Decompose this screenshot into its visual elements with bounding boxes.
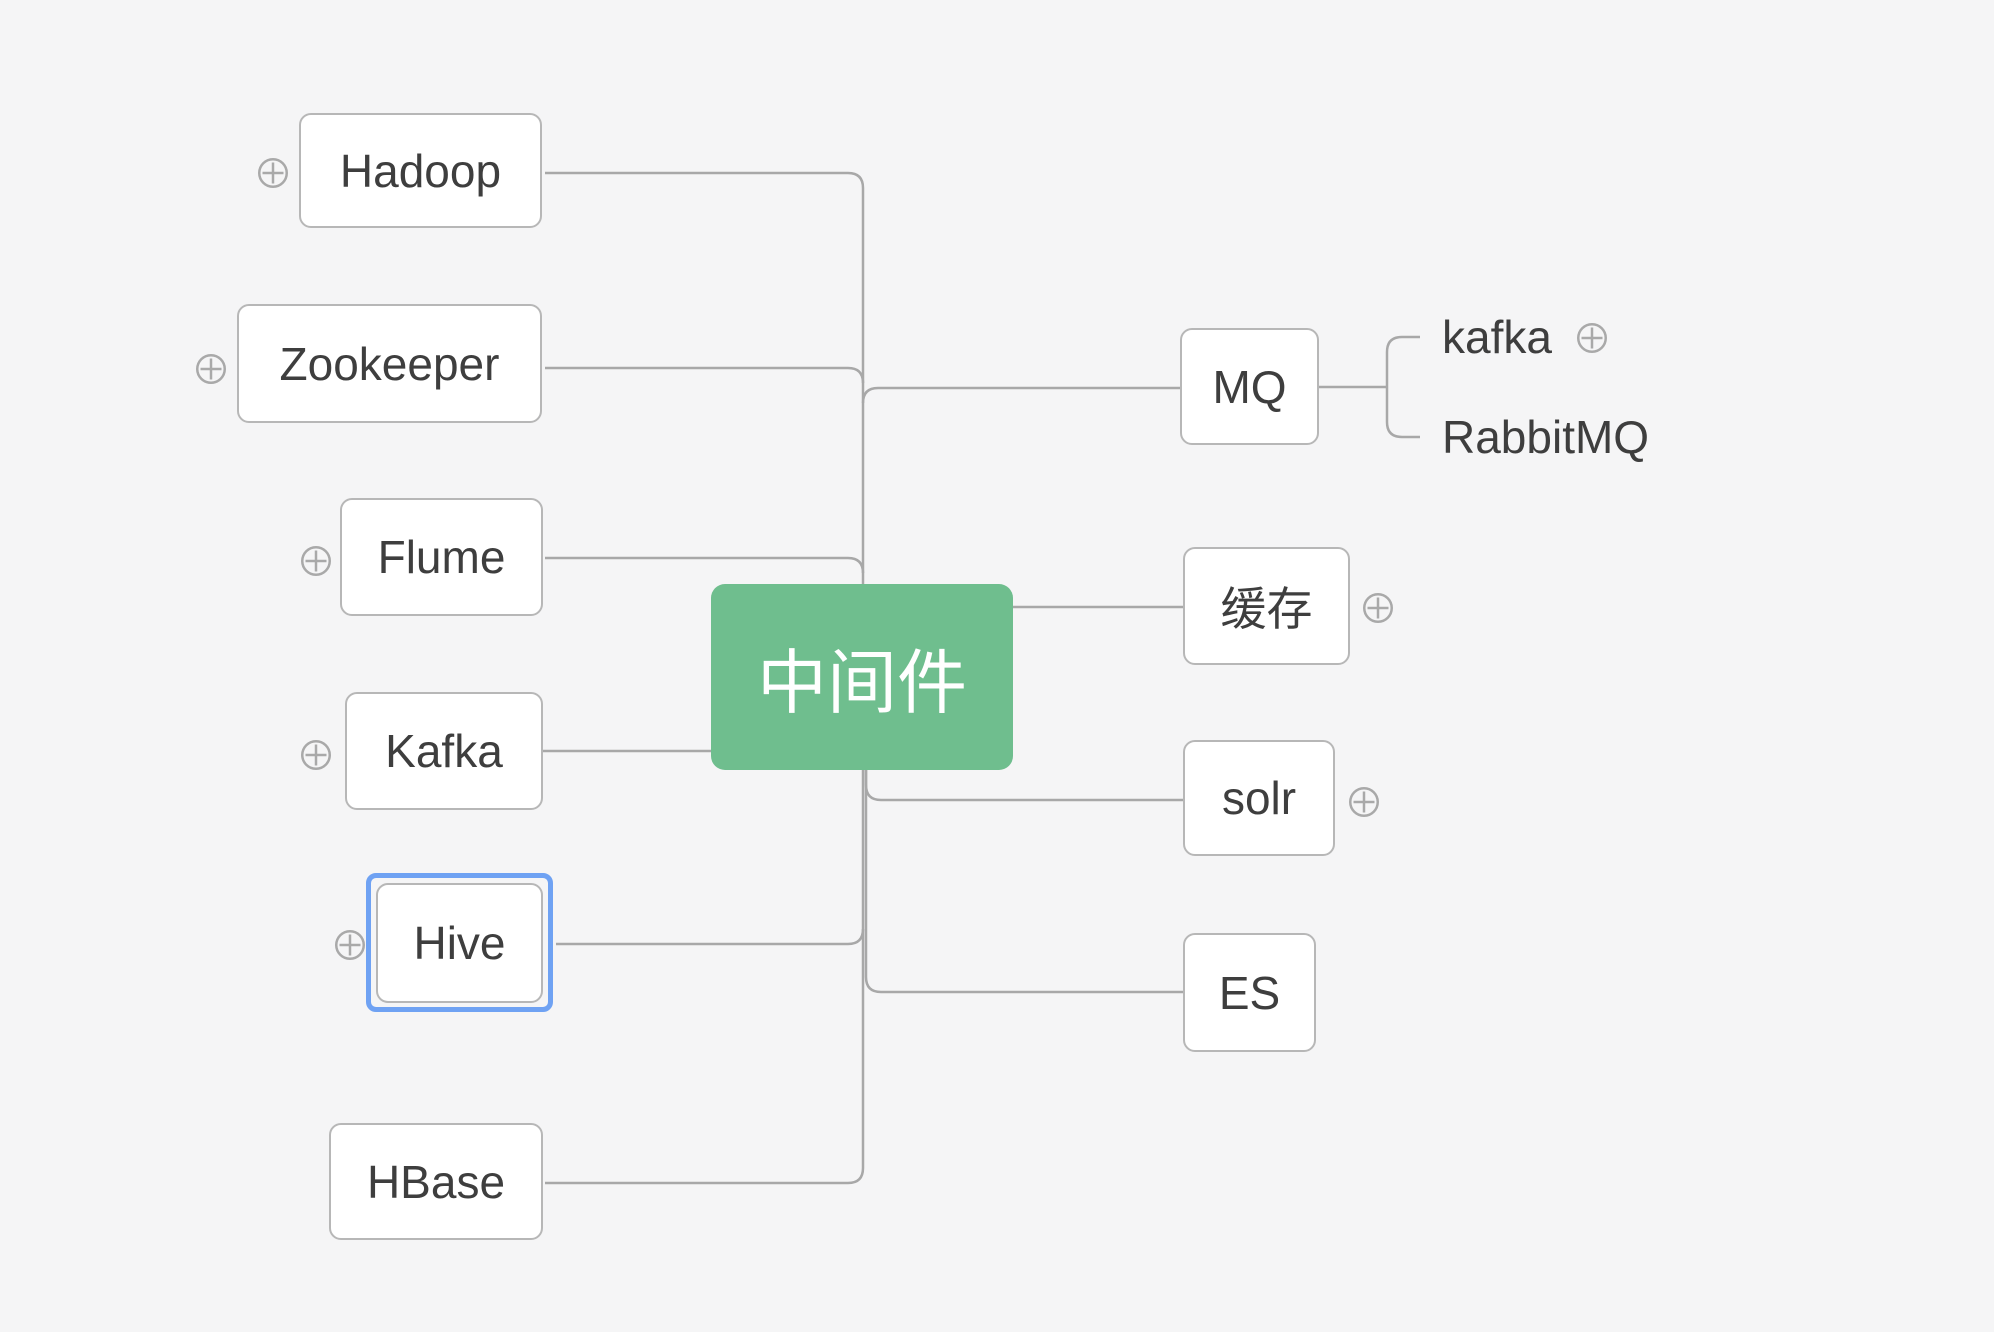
- node-rabbitmq[interactable]: RabbitMQ: [1442, 407, 1649, 467]
- connector-mq-children-bracket: [1385, 335, 1420, 439]
- node-hive[interactable]: Hive: [376, 883, 543, 1003]
- connector-hive: [556, 928, 865, 946]
- node-label: solr: [1221, 772, 1297, 824]
- root-label: 中间件: [757, 643, 967, 722]
- plus-circle-icon[interactable]: [1362, 592, 1394, 624]
- node-solr[interactable]: solr: [1183, 740, 1335, 856]
- connector-hbase-trunk: [545, 768, 865, 1185]
- plus-circle-icon[interactable]: [195, 353, 227, 385]
- node-root[interactable]: 中间件: [711, 584, 1013, 770]
- plus-circle-icon[interactable]: [257, 157, 289, 189]
- node-mq[interactable]: MQ: [1180, 328, 1319, 445]
- node-kafka[interactable]: Kafka: [345, 692, 543, 810]
- node-label: Zookeeper: [279, 337, 500, 390]
- plus-circle-icon[interactable]: [1348, 786, 1380, 818]
- plus-circle-icon[interactable]: [300, 545, 332, 577]
- plus-circle-icon[interactable]: [1576, 322, 1608, 354]
- node-label: kafka: [1442, 311, 1552, 363]
- node-label: Flume: [377, 531, 506, 583]
- node-hadoop[interactable]: Hadoop: [299, 113, 542, 228]
- plus-circle-icon[interactable]: [300, 739, 332, 771]
- node-label: 缓存: [1220, 583, 1313, 635]
- connector-flume: [545, 556, 865, 574]
- selection-frame: [366, 873, 553, 1012]
- node-label: Kafka: [385, 725, 503, 777]
- connector-es: [864, 768, 1183, 994]
- node-cache[interactable]: 缓存: [1183, 547, 1350, 665]
- node-es[interactable]: ES: [1183, 933, 1316, 1052]
- node-label: Hive: [413, 917, 506, 969]
- connector-hadoop-trunk: [545, 171, 865, 584]
- node-hbase[interactable]: HBase: [329, 1123, 543, 1240]
- node-flume[interactable]: Flume: [340, 498, 543, 616]
- connector-solr: [864, 768, 1183, 802]
- node-zookeeper[interactable]: Zookeeper: [237, 304, 542, 423]
- node-label: Hadoop: [339, 144, 502, 197]
- connector-mq: [861, 386, 1180, 404]
- node-label: HBase: [366, 1155, 506, 1208]
- connector-zookeeper: [545, 366, 865, 384]
- node-label: ES: [1218, 966, 1281, 1019]
- node-label: MQ: [1212, 360, 1287, 413]
- node-label: RabbitMQ: [1442, 411, 1650, 463]
- plus-circle-icon[interactable]: [334, 929, 366, 961]
- node-kafka-child[interactable]: kafka: [1442, 307, 1552, 367]
